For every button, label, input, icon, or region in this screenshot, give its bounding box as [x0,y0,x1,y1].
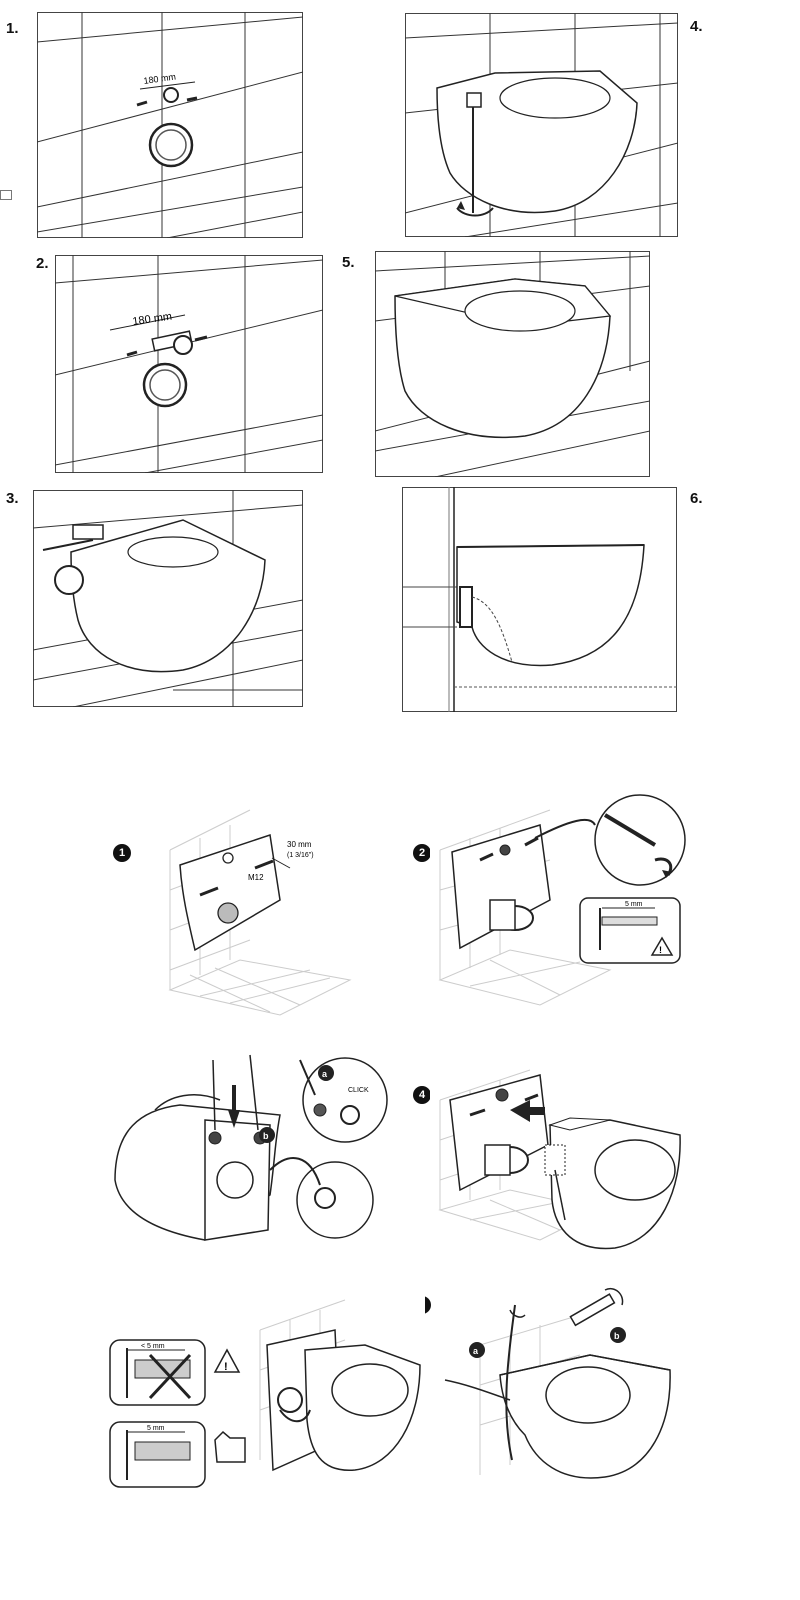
panel-step-1: 180 mm [37,12,303,238]
bottom-step-4-drawing [438,1069,681,1250]
panel-step-5 [375,251,650,477]
panel-step-3 [33,490,303,707]
panel-step-3-drawing [33,490,303,707]
step-3-number: 3. [6,490,19,507]
bottom-step-2-badge: 2 [413,844,431,862]
bottom-step-6-label-a: a [473,1346,479,1356]
bottom-step-1-illustration: M12 30 mm (1 3/16") [160,800,360,1020]
bottom-step-2-dim-label: 5 mm [625,901,643,908]
panel-step-1-drawing: 180 mm [37,12,303,238]
panel-step-4 [405,13,678,237]
bottom-step-2-detail-circle [594,794,686,886]
warning-triangle-icon: ! [213,1348,241,1373]
panel-step-2-drawing: 180 mm [55,255,323,473]
push-arrow-icon [510,1100,545,1122]
bottom-step-5-illustration: < 5 mm ! 5 mm [105,1290,425,1505]
bottom-step-1-thread-label: M12 [248,873,264,882]
step-1-dimension-label: 180 mm [143,72,177,86]
page-edge-mark [0,190,12,200]
panel-step-6 [402,487,677,712]
step-2-number: 2. [36,255,49,272]
bottom-step-6-illustration: a b [440,1285,690,1505]
bottom-step-6-label-b: b [614,1331,620,1341]
step-6-number: 6. [690,490,703,507]
bottom-step-3-label-a: a [322,1069,328,1079]
bottom-step-5-dim-top: < 5 mm [141,1343,165,1350]
bottom-step-1-badge: 1 [113,844,131,862]
step-5-number: 5. [342,254,355,271]
bottom-step-1-dim-in: (1 3/16") [287,852,314,859]
bottom-step-3-drawing: b a CLICK [114,1054,388,1241]
svg-text:!: ! [659,945,662,955]
bottom-step-3-detail-circle-top [302,1057,388,1143]
warning-triangle-icon: ! [650,936,674,956]
bottom-step-6-drawing: a b [444,1288,671,1479]
bottom-step-3-illustration: b a CLICK [110,1050,390,1250]
bottom-step-1-drawing: M12 30 mm (1 3/16") [168,809,352,1016]
bottom-step-2-detail-box [579,897,681,964]
bottom-step-3-click-label: CLICK [348,1087,369,1094]
push-arrow-icon [228,1110,240,1128]
step-2-dimension-label: 180 mm [132,311,173,328]
panel-step-6-drawing [402,487,677,712]
bottom-step-3-label-b: b [263,1131,269,1141]
bottom-step-4-illustration [430,1060,690,1260]
hand-icon [214,1430,246,1463]
panel-step-5-drawing [375,251,650,477]
bottom-step-1-dim-mm: 30 mm [287,840,312,849]
svg-text:!: ! [224,1361,228,1373]
step-1-number: 1. [6,20,19,37]
panel-step-2: 180 mm [55,255,323,473]
bottom-step-4-badge: 4 [413,1086,431,1104]
panel-step-4-drawing [405,13,678,237]
bottom-step-2-illustration: 5 mm ! [430,790,690,1020]
x-mark-icon [148,1353,192,1400]
step-4-number: 4. [690,18,703,35]
bottom-step-2-drawing: 5 mm ! [438,794,686,1006]
bottom-step-5-drawing: < 5 mm ! 5 mm [109,1299,421,1488]
bottom-step-5-dim-bottom: 5 mm [147,1425,165,1432]
